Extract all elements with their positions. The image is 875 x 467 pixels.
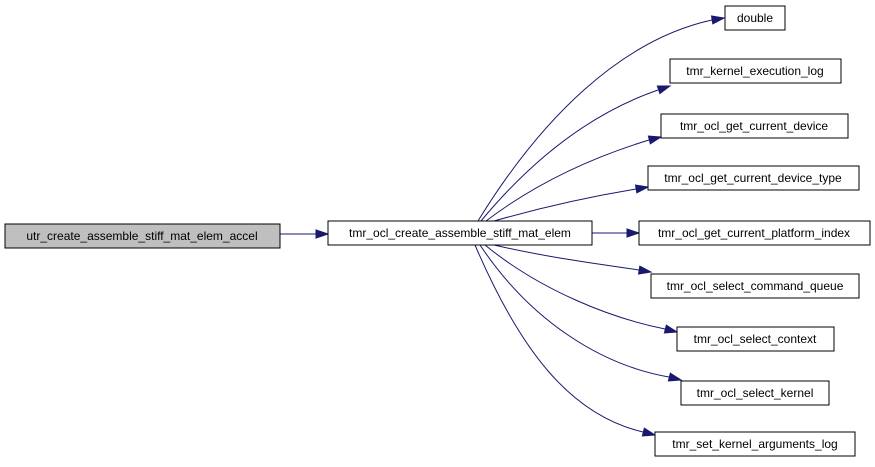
node-tmr-ocl-get-current-device-type-label: tmr_ocl_get_current_device_type [664, 171, 842, 185]
node-root-label: utr_create_assemble_stiff_mat_elem_accel [26, 229, 257, 243]
edge-to-select-context-arrowhead [663, 324, 679, 334]
edge-to-select-command-queue-arrowhead [637, 265, 653, 275]
node-tmr-ocl-get-current-device-type[interactable]: tmr_ocl_get_current_device_type [647, 165, 860, 191]
edge-to-double [477, 19, 713, 222]
edge-to-select-context [484, 244, 666, 330]
edge-to-select-kernel [479, 244, 670, 378]
node-tmr-ocl-select-kernel[interactable]: tmr_ocl_select_kernel [680, 380, 830, 406]
call-graph-edges [280, 15, 726, 437]
edge-to-set-kernel-arguments-log [474, 244, 644, 433]
node-tmr-ocl-select-context[interactable]: tmr_ocl_select_context [676, 326, 835, 352]
node-tmr-ocl-select-command-queue-label: tmr_ocl_select_command_queue [667, 279, 844, 293]
node-double-label: double [737, 11, 773, 25]
edge-to-kernel-execution-log-arrowhead [656, 85, 672, 95]
node-tmr-ocl-get-current-platform-index-label: tmr_ocl_get_current_platform_index [658, 226, 850, 240]
node-tmr-kernel-execution-log[interactable]: tmr_kernel_execution_log [669, 58, 842, 84]
node-center[interactable]: tmr_ocl_create_assemble_stiff_mat_elem [327, 220, 593, 246]
node-tmr-ocl-get-current-device-label: tmr_ocl_get_current_device [680, 119, 828, 133]
node-tmr-kernel-execution-log-label: tmr_kernel_execution_log [686, 64, 823, 78]
node-tmr-ocl-select-kernel-label: tmr_ocl_select_kernel [697, 386, 814, 400]
edge-to-set-kernel-arguments-log-arrowhead [641, 427, 657, 437]
node-tmr-set-kernel-arguments-log-label: tmr_set_kernel_arguments_log [672, 437, 837, 451]
edge-to-center-arrowhead [315, 229, 330, 239]
edge-to-get-current-device-type [493, 188, 637, 222]
node-tmr-ocl-get-current-device[interactable]: tmr_ocl_get_current_device [660, 113, 849, 139]
node-tmr-ocl-select-context-label: tmr_ocl_select_context [694, 332, 817, 346]
node-tmr-ocl-get-current-platform-index[interactable]: tmr_ocl_get_current_platform_index [638, 220, 871, 246]
edge-to-get-current-device-type-arrowhead [634, 184, 650, 194]
node-tmr-set-kernel-arguments-log[interactable]: tmr_set_kernel_arguments_log [654, 431, 856, 457]
edge-to-get-current-device [485, 139, 650, 222]
edge-to-select-command-queue [493, 244, 640, 271]
node-double[interactable]: double [724, 5, 786, 31]
edge-to-get-current-platform-index-arrowhead [626, 228, 641, 238]
node-center-label: tmr_ocl_create_assemble_stiff_mat_elem [349, 226, 571, 240]
edge-to-kernel-execution-log [480, 89, 659, 222]
edge-to-get-current-device-arrowhead [647, 135, 663, 145]
edge-to-select-kernel-arrowhead [667, 372, 683, 382]
node-tmr-ocl-select-command-queue[interactable]: tmr_ocl_select_command_queue [650, 273, 860, 299]
node-root[interactable]: utr_create_assemble_stiff_mat_elem_accel [4, 223, 281, 249]
edge-to-double-arrowhead [710, 15, 726, 25]
